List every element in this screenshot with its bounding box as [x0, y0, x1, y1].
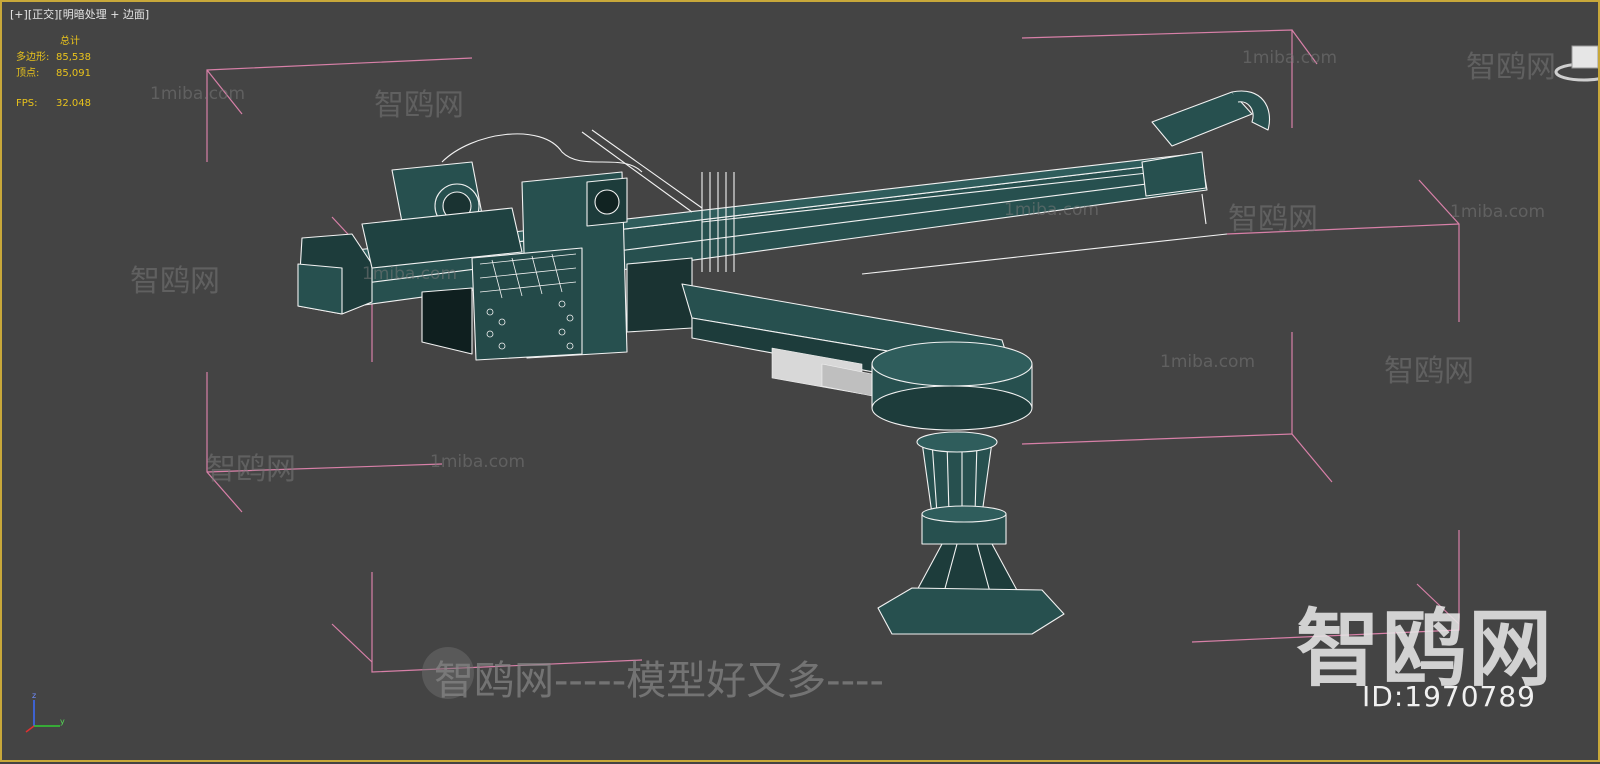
- watermark-site: 1miba.com: [362, 264, 458, 284]
- axis-tripod-icon: z y: [25, 691, 65, 733]
- watermark-brand: 智鸥网: [130, 264, 220, 299]
- stats-polygons-row: 多边形: 85,538: [16, 50, 91, 66]
- viewport-shading-label[interactable]: [明暗处理 + 边面]: [58, 8, 150, 21]
- watermark-site: 1miba.com: [150, 84, 246, 104]
- bounding-box-lines: [206, 29, 1460, 673]
- watermark-brand: 智鸥网: [374, 88, 464, 123]
- watermark-brand: 智鸥网: [1466, 50, 1556, 85]
- watermark-slogan: 智鸥网-----模型好又多----: [434, 658, 884, 704]
- viewport-view-label[interactable]: [正交]: [27, 8, 59, 21]
- watermark-site: 1miba.com: [1004, 200, 1100, 220]
- stats-total-label: 总计: [60, 36, 80, 47]
- watermark-brand: 智鸥网: [206, 452, 296, 487]
- robot-arm-model: [297, 90, 1270, 635]
- watermark-site: 1miba.com: [1450, 202, 1546, 222]
- watermark-id: ID:1970789: [1362, 680, 1536, 713]
- stats-vertices-row: 顶点: 85,091: [16, 66, 91, 82]
- viewport-menu-plus[interactable]: [+]: [10, 8, 28, 21]
- stats-polygons-label: 多边形:: [16, 52, 50, 63]
- statistics-overlay: 总计 多边形: 85,538 顶点: 85,091 FPS: 32.048: [16, 34, 91, 112]
- stats-vertices-value: 85,091: [56, 68, 91, 79]
- stats-polygons-value: 85,538: [56, 52, 91, 63]
- stats-fps-row: FPS: 32.048: [16, 96, 91, 112]
- watermark-site: 1miba.com: [1242, 48, 1338, 68]
- viewport-label[interactable]: [+][正交][明暗处理 + 边面]: [10, 6, 149, 22]
- watermark-brand: 智鸥网: [1384, 354, 1474, 389]
- viewcube-icon[interactable]: [1550, 42, 1598, 82]
- watermark-site: 1miba.com: [1160, 352, 1256, 372]
- svg-text:y: y: [60, 717, 65, 726]
- svg-text:z: z: [32, 691, 36, 700]
- stats-fps-value: 32.048: [56, 98, 91, 109]
- watermark-brand: 智鸥网: [1228, 202, 1318, 237]
- bird-logo-icon: [422, 647, 474, 699]
- stats-vertices-label: 顶点:: [16, 68, 40, 79]
- stats-fps-label: FPS:: [16, 98, 38, 109]
- watermark-site: 1miba.com: [430, 452, 526, 472]
- watermark-brand-large: 智鸥网: [1295, 600, 1554, 698]
